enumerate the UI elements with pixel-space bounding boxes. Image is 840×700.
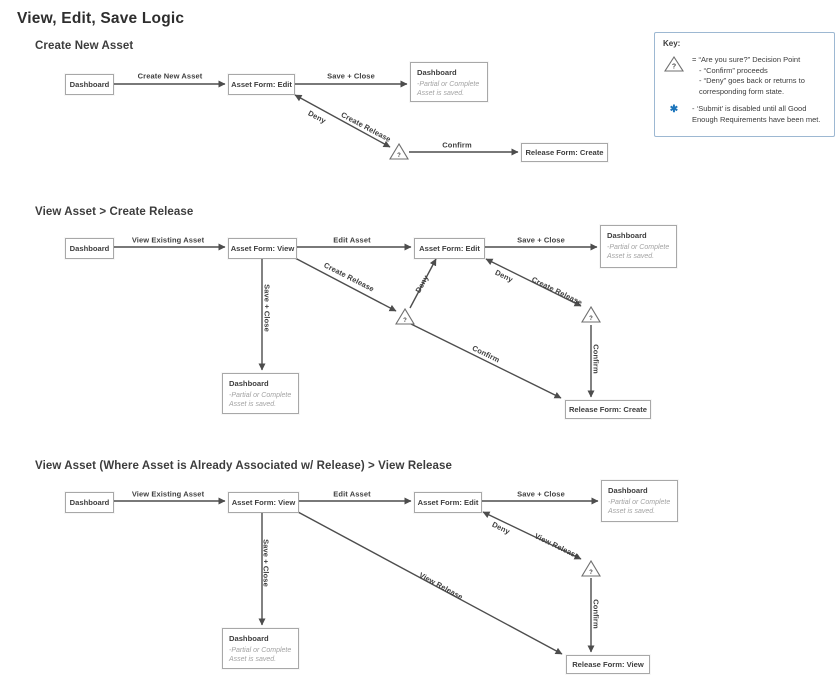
edge-label-edit-asset: Edit Asset	[333, 235, 371, 245]
node-note: -Partial or Complete Asset is saved.	[607, 244, 670, 261]
node-note: -Partial or Complete Asset is saved.	[417, 81, 480, 98]
node-asset-form-edit: Asset Form: Edit	[414, 238, 485, 259]
decision-question-mark: ?	[672, 64, 676, 71]
decision-triangle-icon	[581, 559, 601, 577]
node-asset-form-view: Asset Form: View	[228, 238, 297, 259]
section-heading-view-asset-create-release: View Asset > Create Release	[35, 206, 194, 218]
decision-triangle-icon	[581, 305, 601, 323]
decision-triangle-icon	[389, 142, 409, 160]
arrow-s3-deny-view-release	[482, 511, 582, 560]
legend-decision-line3: - “Deny” goes back or returns to corresp…	[699, 76, 805, 96]
node-dashboard: Dashboard	[65, 492, 114, 513]
edge-label-save-close: Save + Close	[327, 71, 375, 81]
decision-question-mark: ?	[589, 316, 593, 322]
node-title: Dashboard	[229, 379, 269, 388]
edge-label-save-close-vertical: Save + Close	[261, 539, 271, 587]
edge-label-create-new-asset: Create New Asset	[137, 71, 203, 81]
legend-submit-row: ✱ - ‘Submit’ is disabled until all Good …	[663, 104, 826, 125]
node-release-form-create: Release Form: Create	[521, 143, 608, 162]
node-asset-form-view: Asset Form: View	[228, 492, 299, 513]
node-title: Dashboard	[607, 231, 647, 240]
node-title: Dashboard	[608, 486, 648, 495]
arrow-s1-deny-create-release	[294, 94, 391, 148]
arrow-s2-create-release-view	[294, 257, 397, 312]
node-dashboard-saved: Dashboard -Partial or Complete Asset is …	[600, 225, 677, 268]
node-dashboard-saved: Dashboard -Partial or Complete Asset is …	[222, 373, 299, 414]
node-asset-form-edit: Asset Form: Edit	[228, 74, 295, 95]
decision-question-mark: ?	[589, 570, 593, 576]
arrow-s2-confirm-view	[410, 323, 562, 399]
node-title: Dashboard	[229, 634, 269, 643]
edge-label-save-close: Save + Close	[517, 235, 565, 245]
node-note: -Partial or Complete Asset is saved.	[229, 392, 292, 409]
arrow-s3-view-release-long	[297, 511, 563, 655]
legend-decision-line1: = “Are you sure?” Decision Point	[692, 55, 801, 64]
node-dashboard-saved: Dashboard -Partial or Complete Asset is …	[222, 628, 299, 669]
node-dashboard-saved: Dashboard -Partial or Complete Asset is …	[410, 62, 488, 102]
decision-triangle-icon: ?	[663, 55, 685, 73]
legend-decision-text: = “Are you sure?” Decision Point - “Conf…	[692, 55, 826, 97]
arrow-s2-deny-view	[409, 258, 437, 309]
page-title: View, Edit, Save Logic	[17, 10, 185, 27]
node-release-form-create: Release Form: Create	[565, 400, 651, 419]
edge-label-view-existing-asset: View Existing Asset	[131, 489, 205, 499]
edge-label-confirm: Confirm	[442, 140, 472, 150]
edge-label-save-close-vertical: Save + Close	[262, 284, 272, 332]
edge-label-confirm-vertical: Confirm	[591, 344, 601, 374]
legend-decision-row: ? = “Are you sure?” Decision Point - “Co…	[663, 55, 826, 97]
node-release-form-view: Release Form: View	[566, 655, 650, 674]
arrow-s2-deny-create-release-edit	[485, 258, 582, 307]
node-dashboard: Dashboard	[65, 238, 114, 259]
node-title: Dashboard	[417, 68, 457, 77]
legend-decision-line2: - “Confirm” proceeds	[699, 65, 768, 75]
legend-title: Key:	[663, 39, 681, 48]
node-asset-form-edit: Asset Form: Edit	[414, 492, 482, 513]
edge-label-confirm-vertical: Confirm	[591, 599, 601, 629]
node-dashboard: Dashboard	[65, 74, 114, 95]
edge-label-save-close: Save + Close	[517, 489, 565, 499]
node-note: -Partial or Complete Asset is saved.	[229, 647, 292, 664]
legend-key-box: Key: ? = “Are you sure?” Decision Point …	[654, 32, 835, 137]
decision-triangle-icon	[395, 307, 415, 325]
node-dashboard-saved: Dashboard -Partial or Complete Asset is …	[601, 480, 678, 522]
legend-submit-text: - ‘Submit’ is disabled until all Good En…	[692, 104, 821, 124]
node-note: -Partial or Complete Asset is saved.	[608, 499, 671, 516]
asterisk-icon: ✱	[669, 104, 679, 115]
section-heading-create-new-asset: Create New Asset	[35, 40, 134, 52]
edge-label-edit-asset: Edit Asset	[333, 489, 371, 499]
edge-label-view-existing-asset: View Existing Asset	[131, 235, 205, 245]
section-heading-view-asset-view-release: View Asset (Where Asset is Already Assoc…	[35, 460, 453, 472]
decision-question-mark: ?	[397, 153, 401, 159]
decision-question-mark: ?	[403, 318, 407, 324]
